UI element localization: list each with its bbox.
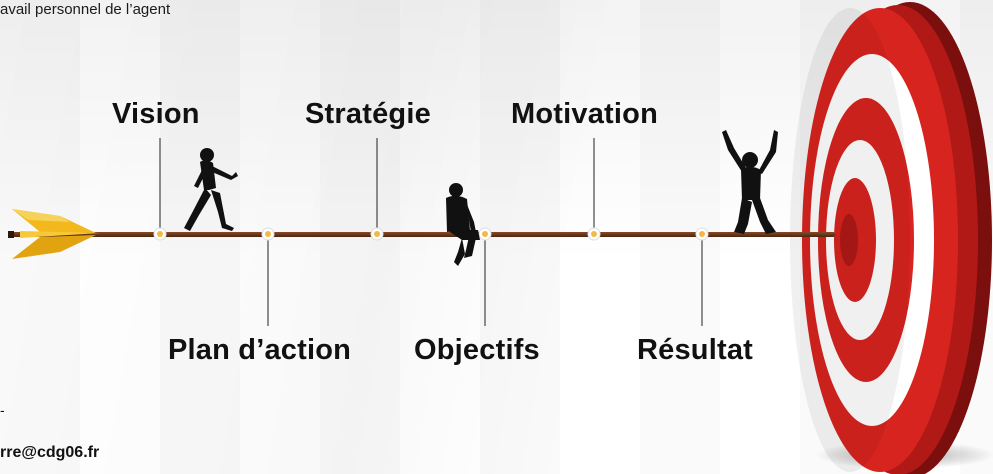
arrow-fletching-icon	[12, 209, 100, 259]
node-plan	[261, 227, 275, 241]
arrow	[8, 209, 835, 259]
header-text: avail personnel de l’agent	[0, 1, 171, 18]
node-resultat	[695, 227, 709, 241]
node-motivation	[587, 227, 601, 241]
sitting-person-icon	[446, 183, 480, 266]
bullseye-target-icon	[790, 2, 993, 474]
walking-person-icon	[184, 148, 238, 231]
label-resultat: Résultat	[637, 334, 754, 366]
node-vision	[153, 227, 167, 241]
node-strategie	[370, 227, 384, 241]
connectors	[159, 138, 703, 326]
footer-dash: -	[0, 402, 5, 418]
label-vision: Vision	[112, 98, 200, 130]
label-objectifs: Objectifs	[414, 334, 540, 366]
label-strategie: Stratégie	[305, 98, 431, 130]
footer-email: rre@cdg06.fr	[0, 444, 100, 461]
node-objectifs	[478, 227, 492, 241]
cheering-person-icon	[722, 130, 778, 234]
label-motivation: Motivation	[511, 98, 658, 130]
timeline-nodes	[153, 227, 709, 241]
label-plan-action: Plan d’action	[168, 334, 352, 366]
arrow-shaft	[10, 232, 835, 237]
